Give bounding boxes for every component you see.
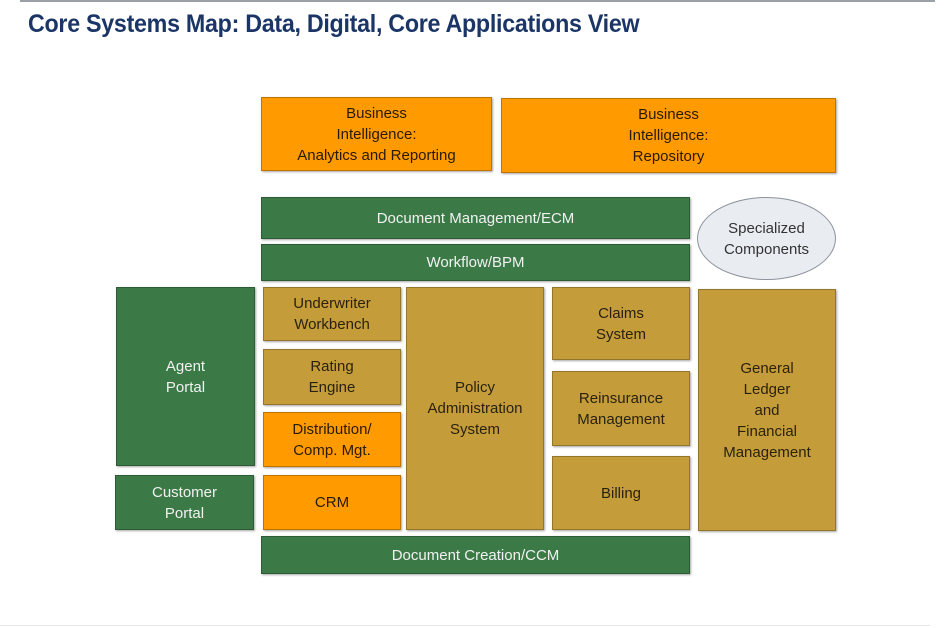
claims-system-box: Claims System bbox=[552, 287, 690, 360]
page-title: Core Systems Map: Data, Digital, Core Ap… bbox=[28, 10, 640, 38]
document-creation-box: Document Creation/CCM bbox=[261, 536, 690, 574]
general-ledger-box: General Ledger and Financial Management bbox=[698, 289, 836, 531]
bi-repository-box: Business Intelligence: Repository bbox=[501, 98, 836, 173]
policy-administration-box: Policy Administration System bbox=[406, 287, 544, 530]
specialized-components-ellipse: Specialized Components bbox=[697, 197, 836, 280]
customer-portal-box: Customer Portal bbox=[115, 475, 254, 530]
document-management-box: Document Management/ECM bbox=[261, 197, 690, 239]
distribution-box: Distribution/ Comp. Mgt. bbox=[263, 412, 401, 467]
rating-engine-box: Rating Engine bbox=[263, 349, 401, 405]
agent-portal-box: Agent Portal bbox=[116, 287, 255, 466]
bottom-divider bbox=[0, 625, 930, 626]
billing-box: Billing bbox=[552, 456, 690, 530]
top-divider bbox=[20, 0, 935, 2]
reinsurance-box: Reinsurance Management bbox=[552, 371, 690, 446]
underwriter-workbench-box: Underwriter Workbench bbox=[263, 287, 401, 341]
crm-box: CRM bbox=[263, 475, 401, 530]
workflow-box: Workflow/BPM bbox=[261, 244, 690, 281]
bi-analytics-box: Business Intelligence: Analytics and Rep… bbox=[261, 97, 492, 171]
